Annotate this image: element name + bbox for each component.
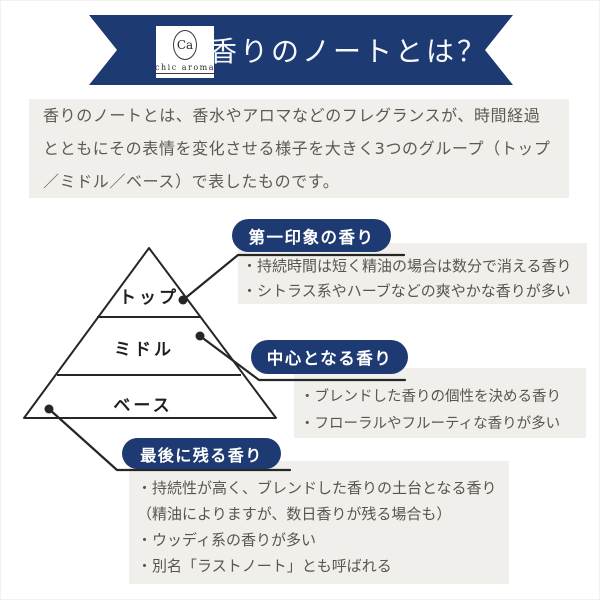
- leader-line-middle: [198, 334, 407, 382]
- leader-dot-base: [44, 404, 54, 414]
- page-title: 香りのノートとは？: [209, 35, 489, 68]
- logo-monogram: Ca: [176, 38, 194, 52]
- note-bullet: ・ブレンドした香りの個性を決める香り: [300, 389, 561, 405]
- note-box-base: ・持続性が高く、ブレンドした香りの土台となる香り （精油によりますが、数日香りが…: [129, 461, 509, 584]
- note-box-top: ・持続時間は短く精油の場合は数分で消える香り ・シトラス系やハーブなどの爽やかな…: [238, 243, 587, 304]
- note-bullet: ・持続時間は短く精油の場合は数分で消える香り: [242, 257, 572, 275]
- note-title-top: 第一印象の香り: [232, 219, 391, 252]
- note-bullet: （精油によりますが、数日香りが残る場合も）: [137, 505, 452, 523]
- leader-line-base: [47, 407, 292, 472]
- note-bullet: ・持続性が高く、ブレンドした香りの土台となる香り: [137, 479, 497, 497]
- note-title-middle: 中心となる香り: [251, 340, 408, 374]
- note-title-base: 最後に残る香り: [122, 438, 281, 469]
- note-bullet: ・シトラス系やハーブなどの爽やかな香りが多い: [242, 282, 571, 300]
- note-bullet: ・ウッディ系の香りが多い: [137, 531, 316, 549]
- pyramid-level-middle: ミドル: [114, 340, 174, 360]
- note-bullet: ・別名「ラストノート」とも呼ばれる: [137, 557, 392, 575]
- logo-brand-name: chic aroma: [155, 63, 215, 74]
- pyramid-level-base: ベース: [113, 396, 173, 416]
- leader-dot-middle: [195, 331, 205, 341]
- pyramid-level-top: トップ: [119, 288, 179, 308]
- logo-monogram-icon: Ca: [173, 30, 197, 60]
- chic-aroma-logo: Ca chic aroma: [155, 26, 215, 78]
- intro-paragraph: 香りのノートとは、香水やアロマなどのフレグランスが、時間経過とともにその表情を変…: [29, 99, 569, 198]
- leader-dot-top: [178, 295, 188, 305]
- leader-line-top: [181, 253, 406, 302]
- note-bullet: ・フローラルやフルーティな香りが多い: [300, 416, 561, 432]
